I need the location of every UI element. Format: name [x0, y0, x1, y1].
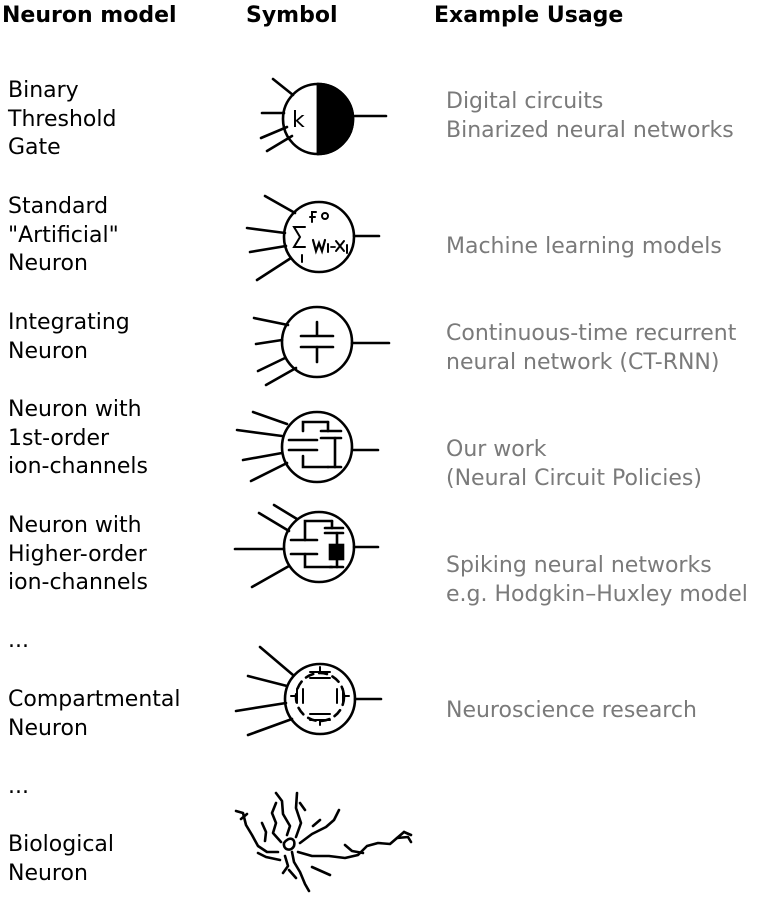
- row-name-binary-threshold-gate: Binary Threshold Gate: [8, 78, 117, 160]
- row-name-integrating-neuron: Integrating Neuron: [8, 310, 130, 364]
- row-usage-compartmental-neuron: Neuroscience research: [446, 698, 697, 723]
- higher-order-neuron-icon: [233, 503, 380, 589]
- row-usage-integrating-neuron: Continuous-time recurrent neural network…: [446, 321, 737, 375]
- threshold-gate-icon: k: [259, 77, 388, 156]
- threshold-k-label: k: [292, 108, 305, 133]
- ellipsis-1: ...: [8, 628, 29, 653]
- first-order-neuron-icon: [235, 410, 380, 484]
- row-usage-standard-artificial-neuron: Machine learning models: [446, 234, 722, 259]
- row-name-compartmental-neuron: Compartmental Neuron: [8, 687, 181, 741]
- row-name-neuron-1st-order: Neuron with 1st-order ion-channels: [8, 397, 148, 479]
- integrating-neuron-icon: [252, 305, 391, 387]
- artificial-neuron-icon: [245, 194, 381, 282]
- row-usage-neuron-1st-order: Our work (Neural Circuit Policies): [446, 437, 702, 491]
- compartmental-neuron-icon: [234, 645, 383, 737]
- row-usage-neuron-higher-order: Spiking neural networks e.g. Hodgkin–Hux…: [446, 553, 748, 607]
- row-name-biological-neuron: Biological Neuron: [8, 832, 115, 886]
- row-name-standard-artificial-neuron: Standard "Artificial" Neuron: [8, 194, 119, 276]
- header-neuron-model: Neuron model: [2, 3, 177, 28]
- row-name-neuron-higher-order: Neuron with Higher-order ion-channels: [8, 513, 148, 595]
- header-symbol: Symbol: [246, 3, 338, 28]
- biological-neuron-icon: [234, 791, 413, 893]
- row-usage-binary-threshold-gate: Digital circuits Binarized neural networ…: [446, 89, 734, 143]
- header-example-usage: Example Usage: [434, 3, 624, 28]
- ellipsis-2: ...: [8, 774, 29, 799]
